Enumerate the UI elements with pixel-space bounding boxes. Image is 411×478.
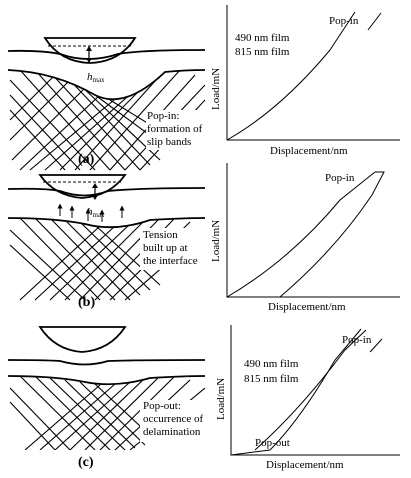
panel-c-graph: Pop-in 490 nm film 815 nm film Pop-out D… — [215, 325, 400, 471]
panel-b-schematic: hmax Tension built up at the interface (… — [7, 174, 208, 310]
popin-label-b: Pop-in — [325, 172, 355, 184]
legend-815-a: 815 nm film — [235, 46, 290, 58]
hmax-label-a: hmax — [87, 71, 105, 84]
panel-a-graph: Pop-in 490 nm film 815 nm film Displacem… — [210, 5, 400, 157]
legend-490-c: 490 nm film — [244, 358, 299, 370]
curve-815-c — [369, 338, 383, 353]
popout-label-c: Pop-out — [255, 437, 290, 449]
indenter-c — [38, 326, 127, 353]
popin-label-c: Pop-in — [342, 334, 372, 346]
film-c — [7, 359, 206, 366]
curve-loading-b — [226, 171, 376, 298]
note-a: Pop-in: formation of slip bands — [147, 110, 205, 148]
note-c: Pop-out: occurrence of delamination — [143, 400, 206, 438]
slip-bands-c — [9, 376, 205, 450]
hmax-label-b: hmax — [87, 206, 105, 219]
axes-a — [226, 5, 400, 141]
substrate-surface-c — [7, 375, 206, 386]
panel-c-schematic: Pop-out: occurrence of delamination (c) — [7, 326, 208, 470]
substrate-surface-a — [7, 69, 206, 101]
ylabel-b: Load/mN — [210, 220, 222, 262]
legend-490-a: 490 nm film — [235, 32, 290, 44]
curve-unloading-b — [279, 171, 385, 298]
note-b: Tension built up at the interface — [143, 229, 198, 267]
film-b — [7, 187, 206, 197]
panel-letter-a: (a) — [78, 152, 95, 167]
panel-b-graph: Pop-in Displacement/nm Load/mN — [210, 163, 400, 313]
xlabel-b: Displacement/nm — [268, 301, 346, 313]
ylabel-a: Load/mN — [210, 68, 222, 110]
axes-b — [226, 163, 400, 298]
curve-unload-c — [254, 329, 367, 451]
legend-815-c: 815 nm film — [244, 373, 299, 385]
panel-letter-c: (c) — [78, 455, 94, 470]
curve-490-c — [230, 328, 362, 456]
popin-label-a: Pop-in — [329, 15, 359, 27]
substrate-surface-b — [7, 217, 206, 229]
panel-a-schematic: hmax Pop-in: formation of slip bands (a) — [7, 37, 208, 171]
curve-815-a — [367, 12, 382, 31]
axes-c — [230, 325, 400, 456]
panel-letter-b: (b) — [78, 295, 95, 310]
xlabel-c: Displacement/nm — [266, 459, 344, 471]
film-a — [7, 49, 206, 60]
indenter-b — [38, 174, 127, 199]
xlabel-a: Displacement/nm — [270, 145, 348, 157]
ylabel-c: Load/mN — [215, 378, 227, 420]
tension-arrows-b — [57, 203, 125, 222]
curve-490-a — [226, 11, 356, 141]
